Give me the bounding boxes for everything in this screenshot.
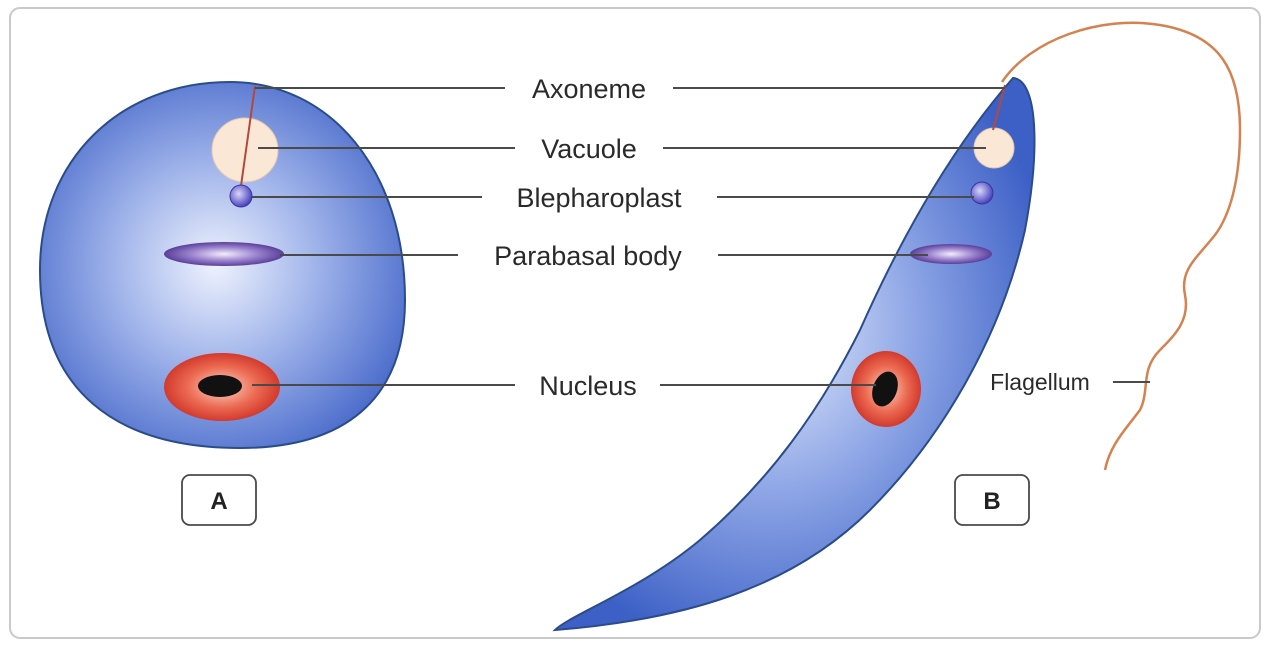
amastigote-cell bbox=[40, 82, 405, 448]
amastigote-blepharoplast bbox=[230, 185, 252, 207]
amastigote-nucleus-core bbox=[198, 375, 242, 397]
label-vacuole: Vacuole bbox=[541, 134, 637, 164]
label-blepharoplast: Blepharoplast bbox=[516, 183, 682, 213]
label-axoneme: Axoneme bbox=[532, 74, 646, 104]
panel-tag-a: A bbox=[182, 475, 256, 525]
promastigote-blepharoplast bbox=[971, 182, 993, 204]
label-flagellum: Flagellum bbox=[990, 369, 1090, 395]
panel-label-a: A bbox=[210, 488, 227, 515]
panel-tag-b: B bbox=[955, 475, 1029, 525]
label-parabasal-body: Parabasal body bbox=[494, 241, 682, 271]
panel-label-b: B bbox=[983, 488, 1000, 515]
amastigote-vacuole bbox=[212, 118, 278, 182]
label-nucleus: Nucleus bbox=[539, 371, 637, 401]
amastigote-parabasal-body bbox=[164, 242, 284, 266]
